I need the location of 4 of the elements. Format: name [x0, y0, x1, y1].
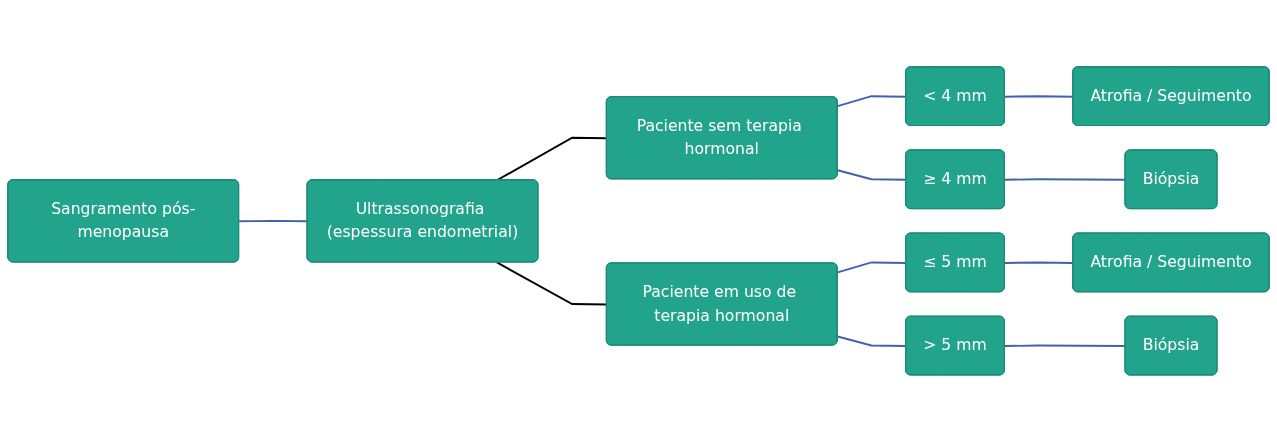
connector: [1003, 344, 1127, 347]
connector: [1003, 177, 1127, 181]
connector: [495, 261, 608, 306]
connector: [238, 219, 309, 222]
